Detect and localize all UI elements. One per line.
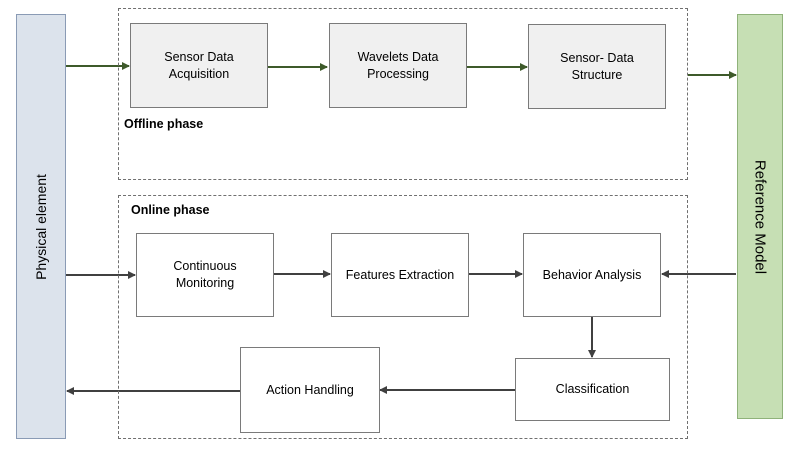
behavior-analysis-box: Behavior Analysis <box>523 233 661 317</box>
reference-model-label: Reference Model <box>751 159 769 274</box>
physical-element-label: Physical element <box>33 173 49 280</box>
features-extraction-box: Features Extraction <box>331 233 469 317</box>
sensor-data-acquisition-box: Sensor Data Acquisition <box>130 23 268 108</box>
wavelets-data-processing-box: Wavelets Data Processing <box>329 23 467 108</box>
offline-phase-title: Offline phase <box>124 117 204 131</box>
physical-element-bar: Physical element <box>16 14 66 439</box>
sensor-data-structure-box: Sensor- Data Structure <box>528 24 666 109</box>
action-handling-box: Action Handling <box>240 347 380 433</box>
classification-box: Classification <box>515 358 670 421</box>
reference-model-bar: Reference Model <box>737 14 783 419</box>
online-phase-container <box>118 195 688 439</box>
online-phase-title: Online phase <box>131 203 210 217</box>
offline-phase-container <box>118 8 688 180</box>
continuous-monitoring-box: Continuous Monitoring <box>136 233 274 317</box>
